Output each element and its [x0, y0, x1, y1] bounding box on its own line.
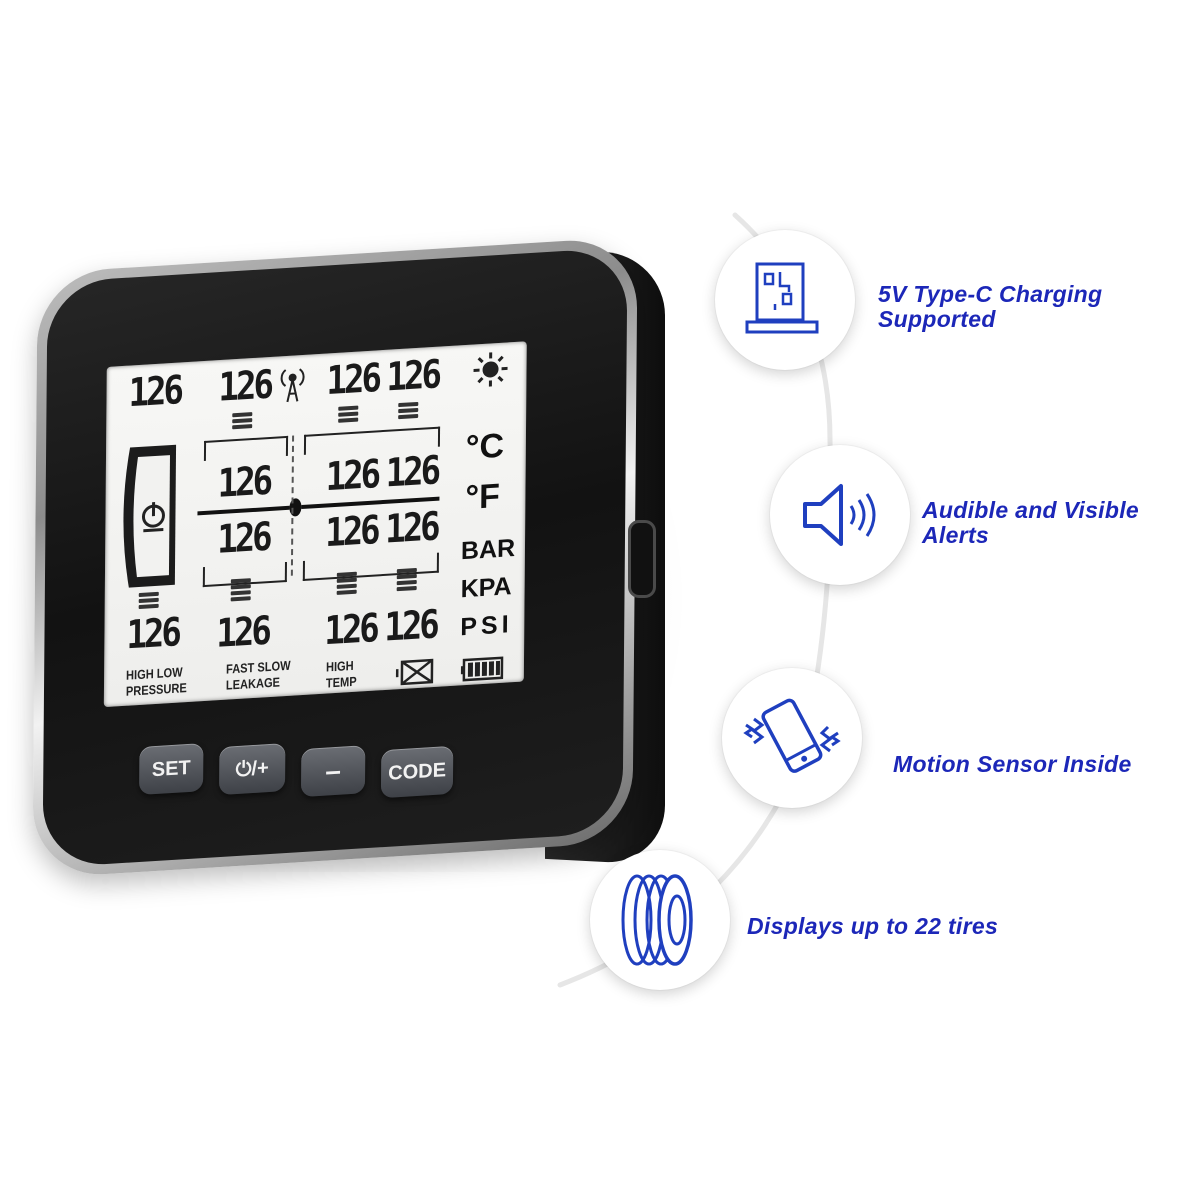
- feature-motion-line1: Motion Sensor Inside: [893, 751, 1132, 777]
- set-button[interactable]: SET: [139, 743, 204, 796]
- tire-status-bars: [398, 400, 419, 421]
- unit-fahrenheit: °F: [465, 476, 500, 518]
- tpms-monitor-device: 126 126 126 126: [32, 236, 638, 879]
- vibrating-phone-icon: [743, 698, 841, 773]
- feature-charging-label: 5V Type-C Charging Supported: [878, 282, 1102, 332]
- tire-reading: 126: [128, 367, 182, 417]
- signal-tower-icon: [280, 368, 305, 403]
- usb-c-port-icon: [745, 262, 819, 334]
- tire-status-bars: [138, 590, 159, 611]
- tire-reading: 126: [325, 507, 378, 557]
- lcd-screen: 126 126 126 126: [103, 341, 527, 708]
- feature-charging-line2: Supported: [878, 306, 996, 332]
- feature-alerts-label: Audible and Visible Alerts: [922, 498, 1139, 548]
- tire-reading: 126: [386, 351, 440, 401]
- power-plus-button[interactable]: ⏻/+: [218, 743, 286, 796]
- tire-status-bars: [396, 566, 417, 593]
- feature-motion-label: Motion Sensor Inside: [893, 752, 1132, 777]
- tire-reading: 126: [216, 608, 270, 658]
- feature-charging-line1: 5V Type-C Charging: [878, 281, 1103, 307]
- tire-status-bars: [336, 570, 357, 597]
- leakage-label: LEAKAGE: [225, 674, 281, 693]
- tire-pressure-warning-icon: [123, 444, 177, 588]
- tire-reading: 126: [384, 601, 437, 651]
- code-button[interactable]: CODE: [380, 745, 454, 799]
- high-label: HIGH: [325, 657, 354, 675]
- feature-motion-badge: [722, 668, 862, 808]
- feature-alerts-line1: Audible and Visible: [922, 497, 1139, 523]
- feature-alerts-line2: Alerts: [922, 522, 989, 548]
- axle-bracket: [302, 552, 439, 581]
- tire-status-bars: [338, 404, 359, 425]
- tire-reading: 126: [325, 451, 379, 501]
- feature-tires-label: Displays up to 22 tires: [747, 914, 998, 939]
- tire-reading: 126: [385, 503, 438, 553]
- feature-charging-badge: [715, 230, 855, 370]
- axle-bracket: [203, 435, 289, 462]
- tire-reading: 126: [217, 513, 270, 564]
- axle-line: [197, 505, 290, 516]
- minus-button[interactable]: –: [300, 745, 366, 798]
- tire-icon: [621, 874, 693, 966]
- tire-reading: 126: [217, 457, 271, 508]
- unit-bar: BAR: [460, 533, 516, 566]
- feature-alerts-badge: [770, 445, 910, 585]
- tire-reading: 126: [326, 355, 380, 405]
- fast-slow-label: FAST SLOW: [226, 657, 291, 677]
- sensor-fault-icon: [395, 658, 434, 686]
- unit-kpa: KPA: [460, 572, 512, 604]
- tire-reading: 126: [324, 605, 377, 655]
- unit-psi: PSI: [460, 610, 513, 642]
- device-bezel: 126 126 126 126: [42, 247, 628, 868]
- tire-reading: 126: [385, 447, 439, 497]
- tire-reading: 126: [218, 361, 272, 412]
- backlight-sun-icon: [473, 352, 508, 387]
- tire-status-bars: [230, 576, 251, 603]
- speaker-icon: [803, 484, 876, 546]
- usb-c-port: [628, 520, 656, 598]
- feature-tires-line1: Displays up to 22 tires: [747, 913, 999, 939]
- feature-tires-badge: [590, 850, 730, 990]
- temp-label: TEMP: [325, 673, 357, 691]
- unit-celsius: °C: [465, 426, 505, 467]
- tire-reading: 126: [126, 609, 180, 659]
- pressure-label: PRESSURE: [125, 680, 187, 699]
- chassis-divider: [290, 435, 297, 576]
- battery-icon: [460, 656, 504, 682]
- tire-status-bars: [232, 410, 253, 431]
